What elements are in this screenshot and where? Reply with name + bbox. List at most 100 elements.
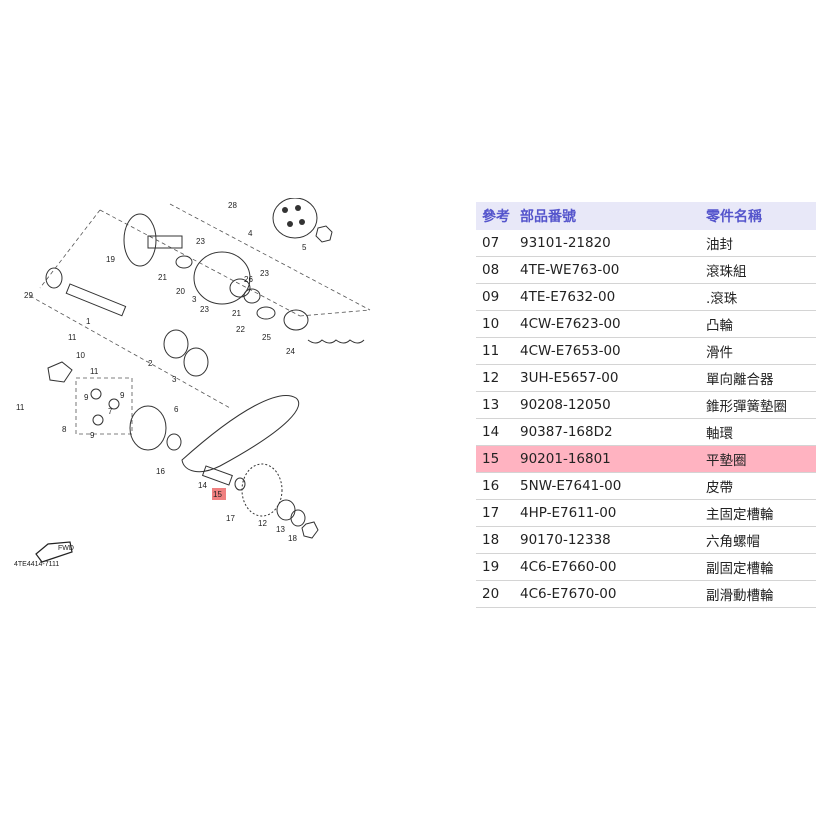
secondary-fixed-sheave bbox=[123, 213, 157, 267]
header-ref: 參考 bbox=[476, 202, 514, 230]
svg-text:11: 11 bbox=[90, 367, 99, 376]
svg-text:25: 25 bbox=[262, 333, 271, 342]
svg-text:11: 11 bbox=[16, 403, 25, 412]
bearing-3 bbox=[183, 347, 209, 377]
svg-text:26: 26 bbox=[244, 275, 253, 284]
bearing bbox=[45, 267, 63, 289]
svg-text:7: 7 bbox=[108, 407, 113, 416]
guide-line bbox=[299, 309, 371, 317]
svg-text:5: 5 bbox=[302, 243, 307, 252]
cell-part-name: 平墊圈 bbox=[700, 445, 816, 473]
cell-ref: 20 bbox=[476, 580, 514, 608]
cell-part-number: 4CW-E7623-00 bbox=[514, 310, 700, 338]
guide-line bbox=[99, 209, 301, 317]
cell-ref: 07 bbox=[476, 230, 514, 257]
cell-ref: 11 bbox=[476, 337, 514, 365]
collar bbox=[201, 465, 233, 486]
svg-text:13: 13 bbox=[276, 525, 285, 534]
svg-text:22: 22 bbox=[236, 325, 245, 334]
table-header-row: 參考 部品番號 零件名稱 bbox=[476, 202, 816, 230]
cell-part-name: 滾珠組 bbox=[700, 256, 816, 284]
svg-text:20: 20 bbox=[176, 287, 185, 296]
spring-seat bbox=[283, 309, 309, 331]
svg-text:8: 8 bbox=[62, 425, 67, 434]
svg-text:18: 18 bbox=[288, 534, 297, 543]
svg-text:23: 23 bbox=[260, 269, 269, 278]
cell-part-number: 3UH-E5657-00 bbox=[514, 364, 700, 392]
cell-part-name: 軸環 bbox=[700, 418, 816, 446]
weight-roller-set bbox=[75, 377, 133, 435]
oil-seal bbox=[175, 255, 193, 269]
cell-part-number: 4CW-E7653-00 bbox=[514, 337, 700, 365]
fwd-label: FWD bbox=[58, 545, 74, 552]
primary-sliding-sheave bbox=[129, 405, 167, 451]
cell-part-name: 主固定槽輪 bbox=[700, 499, 816, 527]
svg-text:3: 3 bbox=[172, 375, 177, 384]
svg-text:17: 17 bbox=[226, 514, 235, 523]
cell-part-name: 副固定槽輪 bbox=[700, 553, 816, 581]
v-belt bbox=[181, 395, 300, 473]
cell-part-name: 油封 bbox=[700, 230, 816, 257]
cell-part-number: 4C6-E7670-00 bbox=[514, 580, 700, 608]
cell-ref: 12 bbox=[476, 364, 514, 392]
svg-text:24: 24 bbox=[286, 347, 295, 356]
svg-text:3: 3 bbox=[192, 295, 197, 304]
cell-part-number: 90170-12338 bbox=[514, 526, 700, 554]
svg-text:14: 14 bbox=[198, 481, 207, 490]
cell-ref: 10 bbox=[476, 310, 514, 338]
cell-ref: 15 bbox=[476, 445, 514, 473]
cell-part-number: 93101-21820 bbox=[514, 230, 700, 257]
cell-ref: 17 bbox=[476, 499, 514, 527]
svg-text:23: 23 bbox=[196, 237, 205, 246]
exploded-parts-diagram: 28 4 19 23 5 21 20 23 3 26 23 21 22 25 2… bbox=[0, 198, 388, 618]
fwd-arrow-icon bbox=[35, 541, 73, 563]
svg-text:29: 29 bbox=[24, 291, 33, 300]
nut-part bbox=[315, 225, 333, 243]
svg-text:15: 15 bbox=[213, 490, 222, 499]
svg-text:11: 11 bbox=[68, 333, 77, 342]
cell-ref: 08 bbox=[476, 256, 514, 284]
hex-nut bbox=[301, 521, 319, 539]
svg-text:9: 9 bbox=[90, 431, 95, 440]
cell-part-name: 凸輪 bbox=[700, 310, 816, 338]
guide-line bbox=[29, 295, 231, 409]
highlight-callout-15 bbox=[212, 488, 226, 500]
header-part-name: 零件名稱 bbox=[700, 202, 816, 230]
cell-part-name: 六角螺帽 bbox=[700, 526, 816, 554]
cell-part-name: 滑件 bbox=[700, 337, 816, 365]
cell-part-number: 90387-168D2 bbox=[514, 418, 700, 446]
clutch-housing bbox=[272, 198, 318, 239]
secondary-sliding-sheave bbox=[193, 251, 251, 305]
cell-part-number: 4TE-WE763-00 bbox=[514, 256, 700, 284]
cell-part-name: 皮帶 bbox=[700, 472, 816, 500]
svg-text:12: 12 bbox=[258, 519, 267, 528]
svg-text:28: 28 bbox=[228, 201, 237, 210]
svg-text:21: 21 bbox=[158, 273, 167, 282]
svg-text:2: 2 bbox=[148, 359, 153, 368]
cell-part-name: 單向離合器 bbox=[700, 364, 816, 392]
cam bbox=[47, 361, 73, 383]
svg-text:1: 1 bbox=[86, 317, 91, 326]
cell-part-number: 5NW-E7641-00 bbox=[514, 472, 700, 500]
svg-text:19: 19 bbox=[106, 255, 115, 264]
cell-part-number: 4HP-E7611-00 bbox=[514, 499, 700, 527]
svg-text:23: 23 bbox=[200, 305, 209, 314]
cell-ref: 16 bbox=[476, 472, 514, 500]
diagram-code: 4TE4414-7111 bbox=[14, 561, 59, 568]
